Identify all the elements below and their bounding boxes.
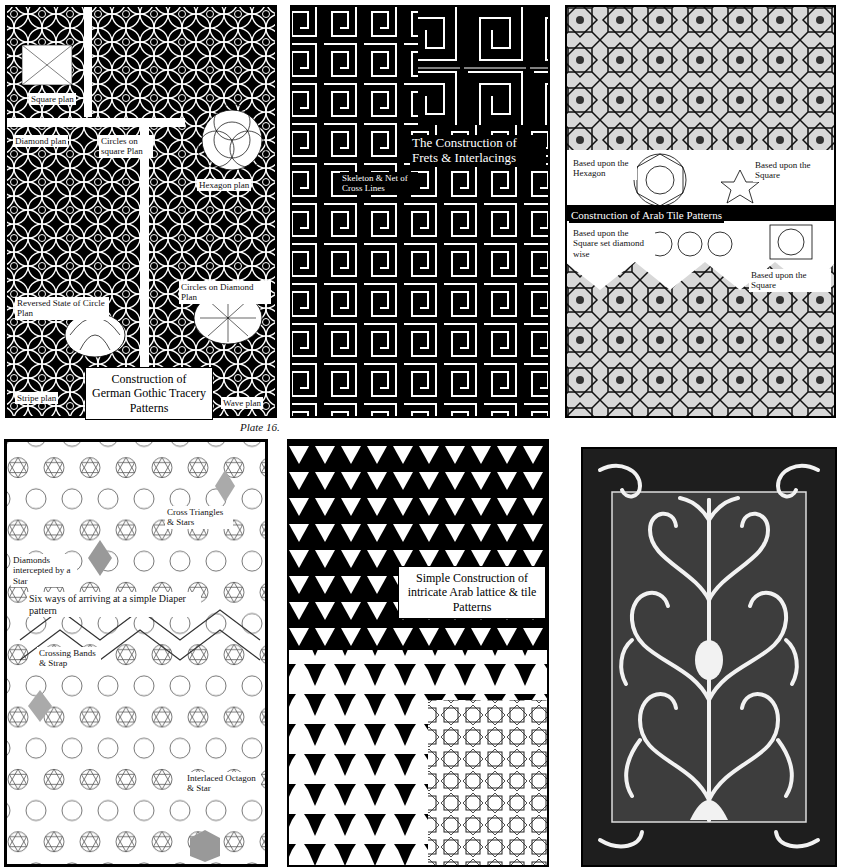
plan-label: Based upon the Square (749, 269, 831, 292)
title-box: Simple Construction of intricate Arab la… (398, 566, 546, 619)
plate-title: Construction of Arab Tile Patterns (569, 208, 724, 223)
tracery-plate: Square planHexagon planDiamond planCircl… (5, 5, 277, 418)
plan-label: Based upon the Square set diamond wise (571, 227, 655, 260)
plan-label: Diamond plan (13, 135, 68, 147)
tile-plate: Based upon the HexagonBased upon the Squ… (565, 5, 836, 418)
plan-label: Interlaced Octagon & Star (185, 772, 261, 795)
plan-label: Based upon the Square (753, 159, 815, 182)
plan-label: Reversed State of Circle Plan (15, 297, 109, 320)
plate-title: Construction of German Gothic Tracery Pa… (92, 372, 206, 415)
fret-plate: The Construction of Frets & Interlacings… (290, 5, 550, 418)
plan-label: Stripe plan (15, 392, 58, 404)
plan-label: Hexagon plan (197, 179, 251, 191)
plan-label: Six ways of arriving at a simple Diaper … (27, 592, 201, 617)
plate-title: Simple Construction of intricate Arab la… (405, 571, 539, 614)
plan-label: Cross Triangles & Stars (165, 506, 233, 529)
plate-title: Skeleton & Net of Cross Lines (340, 172, 418, 195)
title-box: Construction of German Gothic Tracery Pa… (85, 367, 213, 420)
plate-title: The Construction of Frets & Interlacings (410, 135, 546, 167)
plan-label: Square plan (29, 93, 76, 105)
plate-number: Plate 16. (238, 421, 282, 433)
plan-label: Diamonds intercepted by a Star (11, 554, 77, 587)
plan-label: Crossing Bands & Strap (37, 647, 101, 670)
diaper-plate: Six ways of arriving at a simple Diaper … (5, 440, 267, 866)
plan-label: Based upon the Hexagon (571, 157, 637, 180)
plan-label: Wave plan (221, 397, 263, 409)
plan-label: Circles on Diamond Plan (179, 281, 271, 304)
plan-label: Circles on square Plan (99, 135, 153, 158)
